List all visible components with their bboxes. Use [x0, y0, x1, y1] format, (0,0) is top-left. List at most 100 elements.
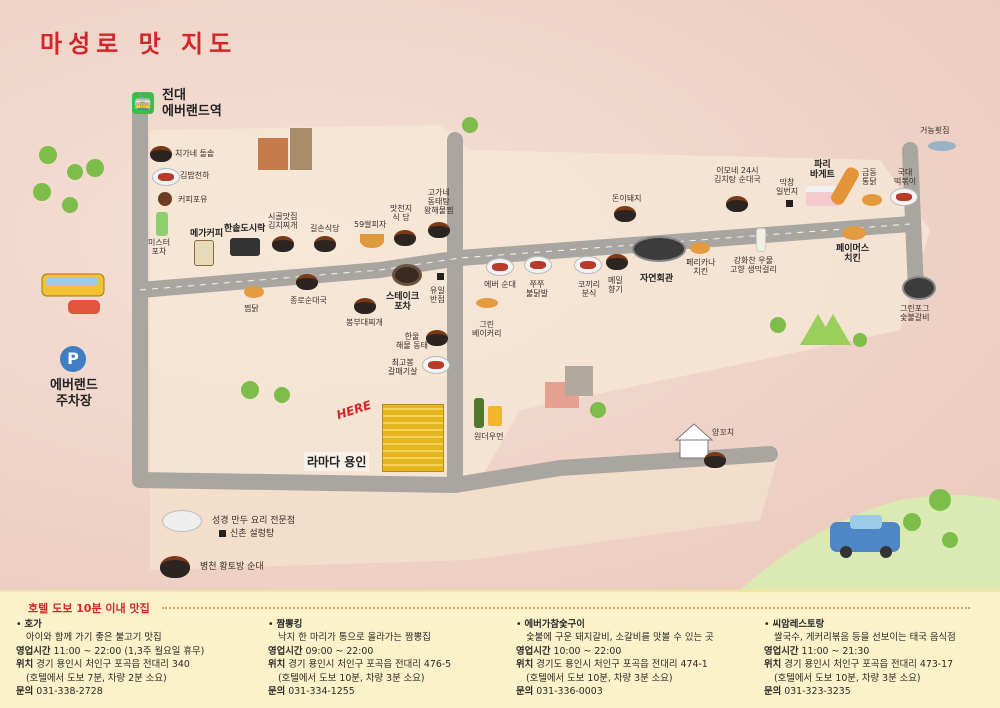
- bowl-icon: [394, 230, 416, 246]
- place-label: 페리카나 치킨: [686, 258, 716, 277]
- bowl-icon: [296, 274, 318, 290]
- phone-label: 문의: [516, 686, 534, 698]
- dumpling-icon: [162, 510, 202, 532]
- phone-label: 문의: [268, 686, 286, 698]
- bowl-icon: [426, 330, 448, 346]
- restaurant-info-panel: 호텔 도보 10분 이내 맛집 • 호가 아이와 함께 가기 좋은 불고기 맛집…: [0, 590, 1000, 708]
- bowl-icon: [354, 298, 376, 314]
- hours-value: 09:00 ~ 22:00: [305, 645, 374, 657]
- panel-heading: 호텔 도보 10분 이내 맛집: [28, 602, 150, 615]
- buckwheat-icon: [606, 254, 628, 270]
- hours-label: 영업시간: [268, 645, 303, 657]
- place-label: 돈이돼지: [612, 194, 642, 203]
- place-label: 메가커피: [190, 229, 224, 239]
- phone-value: 031-336-0003: [536, 686, 603, 698]
- place-label: 한솥도시락: [224, 224, 266, 234]
- restaurant-card: • 씨암레스토랑 쌀국수, 게커리볶음 등을 선보이는 태국 음식점 영업시간 …: [764, 618, 994, 699]
- address-value: 경기 용인시 처인구 포곡읍 전대리 476-5: [288, 659, 452, 671]
- place-label: 이모네 24시 김치탕 순대국: [714, 166, 761, 185]
- lunchbox-icon: [230, 238, 260, 256]
- charcoal-grill-icon: [902, 276, 936, 300]
- beer-glass-icon: [488, 406, 502, 426]
- map-roads: [33, 102, 1000, 590]
- place-label: 페이머스 치킨: [836, 244, 870, 265]
- place-label: 성경 만두 요리 전문점: [212, 516, 296, 526]
- place-label: 김밥천하: [180, 171, 210, 180]
- fried-chicken-icon: [842, 226, 866, 240]
- chicken-leg-icon: [244, 286, 264, 298]
- restaurant-card: • 에버가참숯구이 숯불에 구운 돼지갈비, 소갈비를 맛볼 수 있는 곳 영업…: [516, 618, 756, 699]
- steak-pan-icon: [392, 264, 422, 286]
- place-label: 커피포유: [178, 195, 208, 204]
- lamb-skewer-icon: [704, 452, 726, 468]
- phone-value: 031-323-3235: [784, 686, 851, 698]
- hours-label: 영업시간: [16, 645, 51, 657]
- cup-icon: [194, 240, 214, 266]
- hotel-building-icon: [382, 404, 444, 472]
- place-label: 파리 바게트: [810, 160, 835, 181]
- soju-icon: [156, 212, 168, 236]
- chicken-icon: [862, 194, 882, 206]
- kimchi-stew-icon: [272, 236, 294, 252]
- place-label: 막창 일번지: [776, 178, 799, 197]
- place-label: 종로순대국: [290, 296, 327, 305]
- hours-value: 11:00 ~ 21:30: [801, 645, 870, 657]
- hours-value: 10:00 ~ 22:00: [553, 645, 622, 657]
- kimbap-icon: [152, 168, 180, 186]
- place-label: 한울 해물 동태: [396, 332, 428, 351]
- place-label: 국대 떡볶이: [894, 168, 917, 187]
- walk-time: (호텔에서 도보 7분, 차량 2분 소요): [26, 672, 167, 684]
- place-label: 유일 반점: [430, 286, 445, 305]
- restaurant-name: 씨암레스토랑: [772, 619, 825, 630]
- chicken-icon: [690, 242, 710, 254]
- coffee-icon: [158, 192, 172, 206]
- restaurant-card: • 호가 아이와 함께 가기 좋은 불고기 맛집 영업시간 11:00 ~ 22…: [16, 618, 256, 699]
- address-label: 위치: [764, 659, 782, 671]
- place-label: 길손식당: [310, 224, 340, 233]
- restaurant-name: 호가: [24, 619, 42, 630]
- place-label: 맛천지 식 당: [390, 204, 413, 223]
- hotel-label: 라마다 용인: [304, 452, 370, 471]
- address-value: 경기 용인시 처인구 포곡읍 전대리 340: [36, 659, 190, 671]
- makgeolli-icon: [756, 228, 766, 252]
- marker-icon: [437, 273, 444, 280]
- walk-time: (호텔에서 도보 10분, 차량 3분 소요): [526, 672, 673, 684]
- restaurant-name: 에버가참숯구이: [524, 619, 585, 630]
- place-label: 그린 베이커리: [472, 320, 502, 339]
- place-label: 최고봉 갈매기살: [388, 358, 418, 377]
- place-label: 신촌 설렁탕: [230, 529, 275, 539]
- map-area: 마성로 맛 지도 🚋 전대 에버랜드역 P 에버랜드 주차장 치가네 돌솥 김밥…: [0, 0, 1000, 590]
- place-label: 코끼리 분식: [578, 280, 601, 299]
- place-label: 에버 순대: [484, 280, 516, 289]
- station-icon: 🚋: [132, 92, 154, 114]
- grill-meat-icon: [422, 356, 450, 374]
- place-label: 스테이크 포차: [386, 292, 420, 313]
- restaurant-desc: 낙지 한 마리가 통으로 올라가는 짬뽕집: [278, 632, 431, 644]
- pizza-icon: [360, 234, 384, 248]
- sundae-icon: [486, 258, 514, 276]
- restaurant-card: • 짬뽕킹 낙지 한 마리가 통으로 올라가는 짬뽕집 영업시간 09:00 ~…: [268, 618, 508, 699]
- place-label: 병천 황토방 순대: [200, 562, 264, 572]
- divider: [162, 607, 970, 609]
- map-title: 마성로 맛 지도: [40, 30, 238, 58]
- marker-icon: [786, 200, 793, 207]
- bbq-grill-icon: [632, 236, 686, 262]
- place-label: 고가네 동태탕 왕해물찜: [424, 188, 454, 216]
- pork-icon: [614, 206, 636, 222]
- restaurant-desc: 숯불에 구운 돼지갈비, 소갈비를 맛볼 수 있는 곳: [526, 632, 714, 644]
- parking-icon: P: [60, 346, 86, 372]
- place-label: 원더우먼: [474, 432, 504, 441]
- marker-icon: [219, 530, 226, 537]
- snack-icon: [574, 256, 602, 274]
- address-label: 위치: [516, 659, 534, 671]
- stone-pot-icon: [150, 146, 172, 162]
- hours-value: 11:00 ~ 22:00 (1,3주 월요일 휴무): [53, 645, 205, 657]
- phone-label: 문의: [764, 686, 782, 698]
- walk-time: (호텔에서 도보 10분, 차량 3분 소요): [278, 672, 425, 684]
- station-label: 전대 에버랜드역: [162, 88, 222, 119]
- sundae-soup-icon: [726, 196, 748, 212]
- chicken-feet-icon: [524, 256, 552, 274]
- address-label: 위치: [268, 659, 286, 671]
- address-label: 위치: [16, 659, 34, 671]
- place-label: 양꼬치: [712, 428, 735, 437]
